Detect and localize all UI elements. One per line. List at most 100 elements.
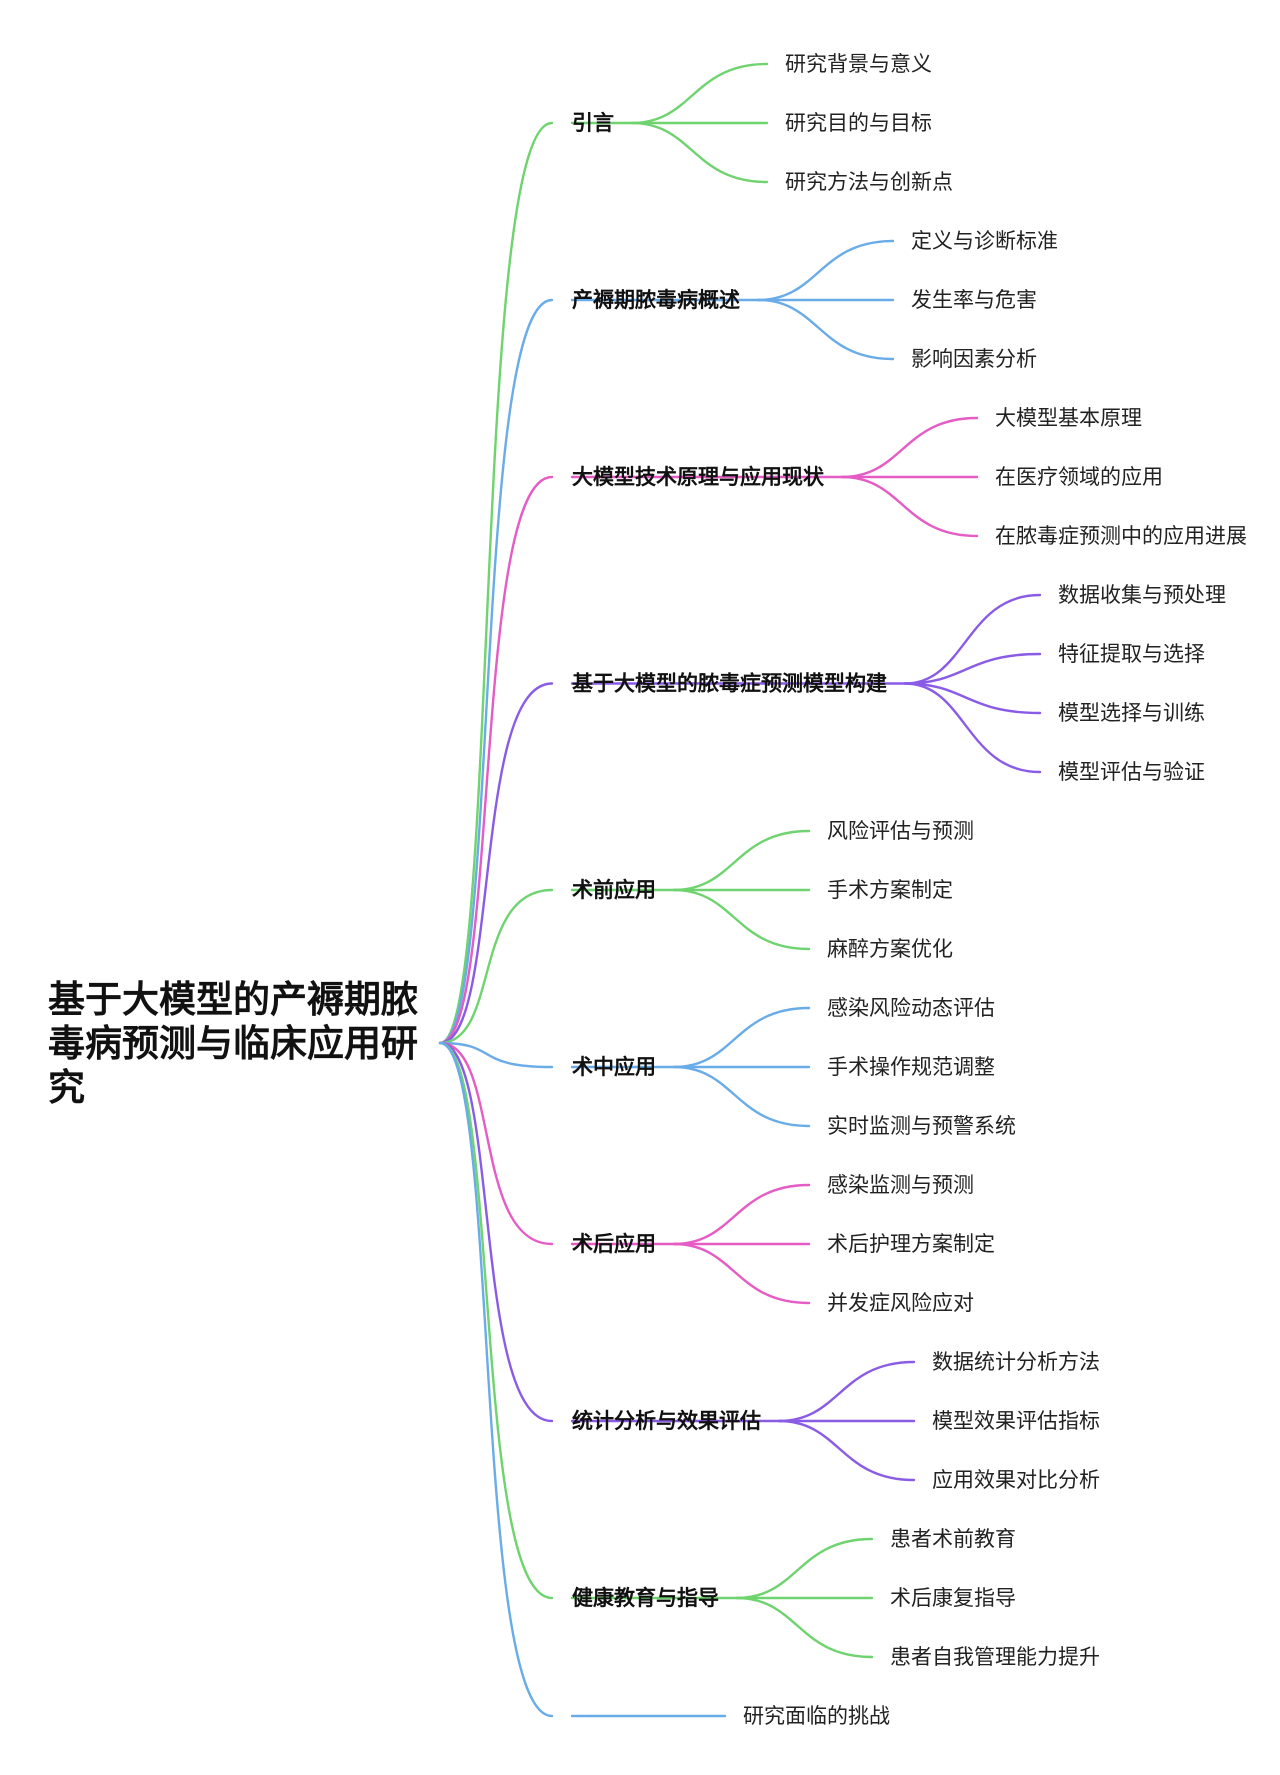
branch-node-9[interactable]: 健康教育与指导 [572,1586,719,1610]
branch-label-2: 产褥期脓毒病概述 [572,288,740,312]
leaf-label-4-3: 模型选择与训练 [1058,702,1205,725]
branch-label-4: 基于大模型的脓毒症预测模型构建 [572,672,887,696]
leaf-label-2-2: 发生率与危害 [911,289,1037,312]
leaf-label-4-4: 模型评估与验证 [1058,761,1205,784]
leaf-node-4-3[interactable]: 模型选择与训练 [1058,702,1205,725]
edge-branch-4-to-leaf-2 [903,652,1042,685]
edge-branch-8-to-leaf-3 [777,1419,916,1482]
leaf-label-1-3: 研究方法与创新点 [785,171,953,194]
leaf-label-8-3: 应用效果对比分析 [932,1469,1100,1492]
leaf-node-9-2[interactable]: 术后康复指导 [890,1587,1016,1610]
leaf-node-1-2[interactable]: 研究目的与目标 [785,112,932,135]
leaf-node-7-3[interactable]: 并发症风险应对 [827,1292,974,1315]
leaf-node-4-2[interactable]: 特征提取与选择 [1058,643,1205,666]
leaf-label-4-2: 特征提取与选择 [1058,643,1205,666]
leaf-node-4-1[interactable]: 数据收集与预处理 [1058,584,1226,607]
edge-branch-7-to-leaf-1 [672,1183,811,1246]
leaf-label-6-1: 感染风险动态评估 [827,997,995,1020]
leaf-node-5-2[interactable]: 手术方案制定 [827,879,953,902]
leaf-node-1-3[interactable]: 研究方法与创新点 [785,171,953,194]
edge-branch-5-to-leaf-1 [672,829,811,892]
leaf-node-6-1[interactable]: 感染风险动态评估 [827,997,995,1020]
edge-root-to-branch-10 [438,1041,554,1718]
leaf-node-3-1[interactable]: 大模型基本原理 [995,407,1142,430]
leaf-node-4-4[interactable]: 模型评估与验证 [1058,761,1205,784]
edge-branch-3-to-leaf-3 [840,475,979,538]
leaf-label-2-1: 定义与诊断标准 [911,230,1058,253]
edge-branch-6-to-leaf-3 [672,1065,811,1128]
edge-branch-3-to-leaf-1 [840,416,979,479]
leaf-node-2-3[interactable]: 影响因素分析 [911,348,1037,371]
edge-branch-4-to-leaf-3 [903,682,1042,715]
branch-node-7[interactable]: 术后应用 [572,1232,656,1256]
leaf-label-9-1: 患者术前教育 [890,1528,1016,1551]
branch-label-8: 统计分析与效果评估 [572,1409,761,1433]
branch-node-2[interactable]: 产褥期脓毒病概述 [572,288,740,312]
leaf-node-5-1[interactable]: 风险评估与预测 [827,820,974,843]
edge-root-to-branch-4 [438,682,554,1045]
branch-node-8[interactable]: 统计分析与效果评估 [572,1409,761,1433]
edge-branch-6-to-leaf-1 [672,1006,811,1069]
leaf-label-3-3: 在脓毒症预测中的应用进展 [995,525,1247,548]
edge-branch-1-to-leaf-1 [630,62,769,125]
branch-label-6: 术中应用 [572,1055,656,1079]
leaf-label-5-3: 麻醉方案优化 [827,938,953,961]
leaf-node-7-2[interactable]: 术后护理方案制定 [827,1233,995,1256]
edges-layer [438,62,1042,1718]
leaf-label-7-1: 感染监测与预测 [827,1174,974,1197]
edge-root-to-branch-6 [438,1041,554,1069]
branch-node-6[interactable]: 术中应用 [572,1055,656,1079]
leaf-label-4-1: 数据收集与预处理 [1058,584,1226,607]
root-title-line-3: 究 [48,1067,85,1108]
leaf-label-2-3: 影响因素分析 [911,348,1037,371]
branch-node-5[interactable]: 术前应用 [572,878,656,902]
leaf-node-6-2[interactable]: 手术操作规范调整 [827,1056,995,1079]
leaf-node-8-1[interactable]: 数据统计分析方法 [932,1351,1100,1374]
leaf-label-6-3: 实时监测与预警系统 [827,1115,1016,1138]
leaf-node-2-2[interactable]: 发生率与危害 [911,289,1037,312]
leaf-node-8-3[interactable]: 应用效果对比分析 [932,1469,1100,1492]
leaf-node-8-2[interactable]: 模型效果评估指标 [932,1410,1100,1433]
edge-branch-1-to-leaf-3 [630,121,769,184]
edge-root-to-branch-9 [438,1041,554,1600]
root-title-line-1: 基于大模型的产褥期脓 [48,979,418,1020]
root-node[interactable]: 基于大模型的产褥期脓 毒病预测与临床应用研 究 [48,979,418,1108]
edge-root-to-branch-1 [438,121,554,1045]
root-title-line-2: 毒病预测与临床应用研 [48,1023,418,1064]
branch-node-1[interactable]: 引言 [572,111,614,135]
edge-branch-4-to-leaf-1 [903,593,1042,685]
leaf-label-8-1: 数据统计分析方法 [932,1351,1100,1374]
branch-label-1: 引言 [572,111,614,135]
leaf-label-10-1: 研究面临的挑战 [743,1705,890,1728]
leaf-node-7-1[interactable]: 感染监测与预测 [827,1174,974,1197]
branch-node-4[interactable]: 基于大模型的脓毒症预测模型构建 [572,672,887,696]
edge-branch-5-to-leaf-3 [672,888,811,951]
leaf-node-6-3[interactable]: 实时监测与预警系统 [827,1115,1016,1138]
edge-branch-2-to-leaf-3 [756,298,895,361]
branch-node-3[interactable]: 大模型技术原理与应用现状 [572,465,825,489]
branch-label-5: 术前应用 [572,878,656,902]
leaf-node-9-3[interactable]: 患者自我管理能力提升 [890,1646,1100,1669]
leaf-node-9-1[interactable]: 患者术前教育 [890,1528,1016,1551]
branch-label-7: 术后应用 [572,1232,656,1256]
branch-label-3: 大模型技术原理与应用现状 [572,465,825,489]
leaf-label-7-2: 术后护理方案制定 [827,1233,995,1256]
leaf-label-3-1: 大模型基本原理 [995,407,1142,430]
edge-branch-9-to-leaf-1 [735,1537,874,1600]
leaf-node-2-1[interactable]: 定义与诊断标准 [911,230,1058,253]
leaf-label-6-2: 手术操作规范调整 [827,1056,995,1079]
branch-label-9: 健康教育与指导 [572,1586,719,1610]
edge-branch-4-to-leaf-4 [903,682,1042,774]
leaf-node-10-1[interactable]: 研究面临的挑战 [743,1705,890,1728]
leaf-label-3-2: 在医疗领域的应用 [995,466,1163,489]
edge-root-to-branch-7 [438,1041,554,1246]
leaf-label-9-3: 患者自我管理能力提升 [890,1646,1100,1669]
leaf-node-3-2[interactable]: 在医疗领域的应用 [995,466,1163,489]
leaf-node-1-1[interactable]: 研究背景与意义 [785,53,932,76]
edge-root-to-branch-2 [438,298,554,1045]
leaf-label-1-2: 研究目的与目标 [785,112,932,135]
leaf-node-5-3[interactable]: 麻醉方案优化 [827,938,953,961]
leaf-node-3-3[interactable]: 在脓毒症预测中的应用进展 [995,525,1247,548]
